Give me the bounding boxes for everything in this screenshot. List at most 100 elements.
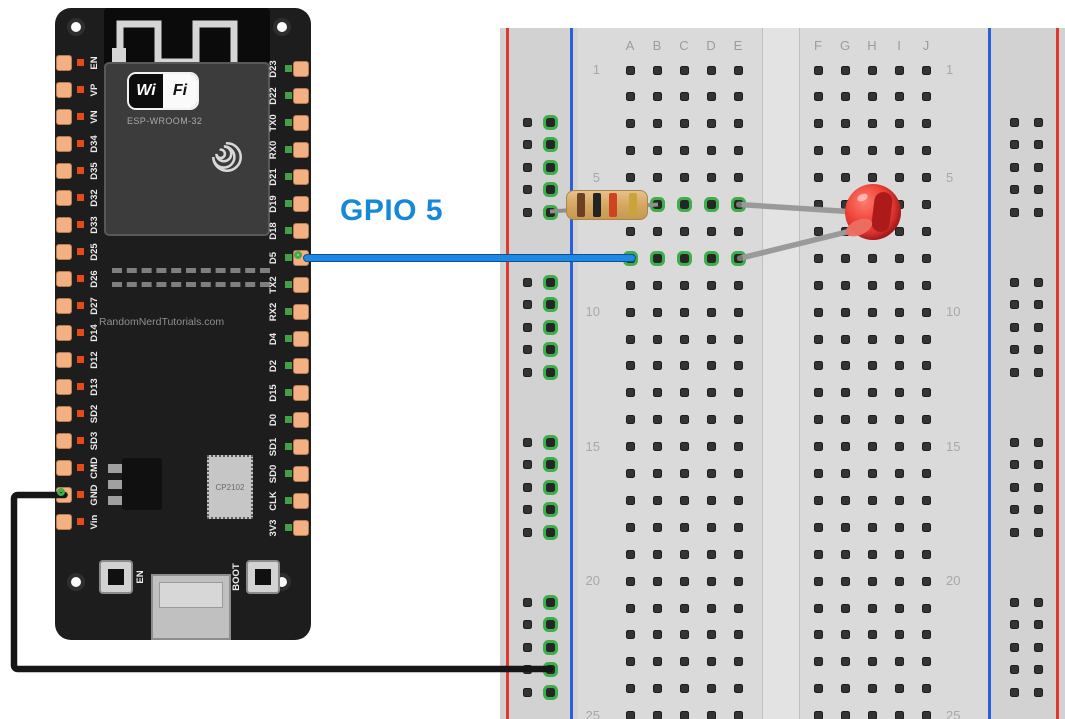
bb-hole: [733, 334, 743, 344]
bb-hole: [867, 146, 877, 156]
bb-rail-hole: [1009, 277, 1019, 287]
bb-hole: [921, 442, 931, 452]
pin-indicator: [77, 410, 84, 417]
bb-hole: [733, 522, 743, 532]
bb-hole: [733, 576, 743, 586]
bb-column-letter: A: [625, 38, 635, 53]
esp32-pin-pad-3V3: [293, 520, 309, 536]
bb-rail-hole-connected: [545, 460, 555, 469]
bb-hole-connected: [679, 200, 689, 209]
pin-indicator: [77, 518, 84, 525]
bb-hole: [679, 415, 689, 425]
bb-column-letter: H: [867, 38, 877, 53]
bb-hole: [706, 495, 716, 505]
esp32-pin-pad-D14: [56, 325, 72, 341]
pin-indicator: [77, 302, 84, 309]
resistor-band-gold: [629, 193, 637, 217]
wifi-logo-left: Wi: [129, 74, 163, 108]
bb-rail-hole: [522, 322, 532, 332]
esp32-pin-pad-D32: [56, 190, 72, 206]
bb-hole-connected: [706, 200, 716, 209]
bb-rail-hole: [1009, 482, 1019, 492]
bb-hole: [921, 495, 931, 505]
bb-hole: [679, 576, 689, 586]
bb-hole: [652, 522, 662, 532]
bb-rail-hole: [522, 185, 532, 194]
bb-hole: [813, 603, 823, 613]
bb-hole: [706, 119, 716, 129]
bb-hole: [867, 576, 877, 586]
bb-hole: [813, 65, 823, 75]
bb-hole: [840, 495, 850, 505]
bb-hole: [625, 388, 635, 398]
esp32-pin-pad-D26: [56, 271, 72, 287]
bb-hole: [894, 334, 904, 344]
bb-hole: [813, 280, 823, 290]
pin-indicator: [285, 281, 292, 288]
bb-hole: [652, 92, 662, 102]
bb-hole: [625, 711, 635, 719]
led-cathode-lead: [737, 225, 866, 262]
board-credit: RandomNerdTutorials.com: [99, 316, 225, 328]
bb-rail-hole: [1033, 322, 1043, 332]
bb-hole: [921, 361, 931, 371]
bb-hole: [706, 522, 716, 532]
bb-hole: [921, 630, 931, 640]
pin-indicator: [285, 443, 292, 450]
bb-hole: [679, 361, 689, 371]
bb-rail-hole-connected: [545, 527, 555, 537]
bb-hole: [840, 146, 850, 156]
bb-rail-hole: [522, 687, 532, 697]
bb-row-number: 25: [585, 707, 600, 719]
bb-rail-hole: [522, 300, 532, 309]
pin-indicator: [285, 470, 292, 477]
bb-rail-hole: [1009, 505, 1019, 514]
bb-hole: [733, 684, 743, 694]
bb-hole: [921, 307, 931, 317]
bb-hole: [652, 495, 662, 505]
bb-column-letter: D: [706, 38, 716, 53]
bb-row-number: 15: [946, 438, 961, 454]
bb-hole: [921, 146, 931, 156]
pcb-antenna: [104, 8, 270, 66]
esp32-pin-pad-D23: [293, 61, 309, 77]
bb-hole: [625, 361, 635, 371]
bb-hole: [625, 684, 635, 694]
bb-hole: [652, 415, 662, 425]
bb-hole: [733, 280, 743, 290]
bb-rail-hole-connected: [545, 687, 555, 697]
bb-rail-hole: [1033, 367, 1043, 377]
bb-hole: [840, 549, 850, 559]
bb-hole: [625, 334, 635, 344]
bb-hole: [894, 442, 904, 452]
bb-hole: [894, 469, 904, 478]
bb-rail-hole: [1009, 367, 1019, 377]
bb-hole: [813, 307, 823, 317]
bb-row-number: 10: [946, 304, 961, 320]
bb-hole: [840, 334, 850, 344]
bb-hole: [867, 603, 877, 613]
bb-hole: [813, 657, 823, 667]
wifi-logo-right: Fi: [163, 74, 197, 108]
pin-indicator: [77, 140, 84, 147]
esp32-pin-pad-VP: [56, 82, 72, 98]
bb-rail-hole-connected: [545, 482, 555, 492]
bb-rail-hole: [1033, 140, 1043, 149]
bb-hole: [733, 630, 743, 640]
mounting-hole: [67, 573, 85, 591]
bb-rail-hole-connected: [545, 620, 555, 629]
bb-hole: [679, 388, 689, 398]
bb-hole: [867, 280, 877, 290]
bb-hole: [679, 522, 689, 532]
bb-hole: [840, 173, 850, 183]
bb-column-letter: B: [652, 38, 662, 53]
bb-rail-hole: [522, 597, 532, 607]
esp32-pin-pad-SD2: [56, 406, 72, 422]
bb-rail-hole-connected: [545, 162, 555, 172]
voltage-regulator: [122, 458, 162, 510]
bb-rail-hole-connected: [545, 300, 555, 309]
bb-hole: [813, 226, 823, 236]
bb-hole: [894, 146, 904, 156]
bb-hole: [706, 603, 716, 613]
